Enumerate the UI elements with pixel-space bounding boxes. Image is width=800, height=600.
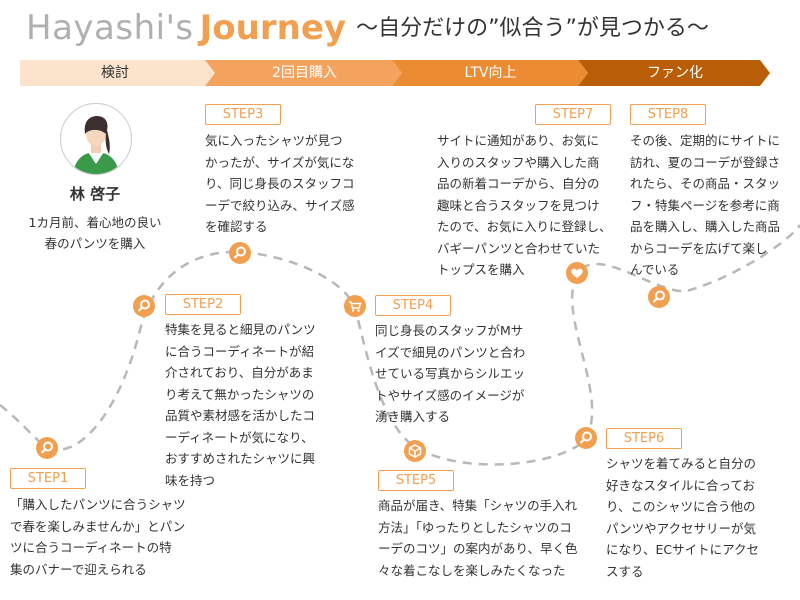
search-icon	[648, 286, 670, 308]
stage-label-1: 検討	[101, 65, 129, 81]
step-label-2: STEP2	[165, 294, 241, 315]
stage-arrow-4	[578, 60, 770, 86]
title-journey: Journey	[199, 8, 347, 48]
heart-icon	[566, 262, 588, 284]
step-text-3: 気に入ったシャツが見つ かったが、サイズが気にな り、同じ身長のスタッフコ ーデ…	[205, 133, 355, 234]
step-text-6: シャツを着てみると自分の 好きなスタイルに合ってお り、このシャツに合う他の パ…	[606, 456, 760, 579]
step-label-6: STEP6	[606, 428, 682, 449]
person-icon	[73, 116, 119, 174]
stage-arrow-bar	[20, 60, 770, 86]
search-icon	[36, 437, 58, 459]
step-text-7: サイトに通知があり、お気に 入りのスタッフや購入した商 品の新着コーデから、自分…	[437, 133, 612, 277]
step-text-5: 商品が届き、特集「シャツの手入れ 方法」「ゆったりとしたシャツのコ ーデのコツ」…	[378, 498, 578, 578]
cart-icon	[344, 295, 366, 317]
persona-description: 1カ月前、着心地の良い 春のパンツを購入	[28, 215, 162, 251]
step-label-1: STEP1	[10, 468, 86, 489]
step-text-8: その後、定期的にサイトに 訪れ、夏のコーデが登録さ れたら、その商品・スタッ フ…	[630, 133, 781, 277]
step-label-3: STEP3	[205, 104, 281, 125]
stage-label-4: ファン化	[647, 65, 703, 81]
search-icon	[575, 427, 597, 449]
step-label-5: STEP5	[378, 470, 454, 491]
persona-name: 林 啓子	[69, 185, 121, 203]
stage-arrow-3	[392, 60, 588, 86]
title-name: Hayashi's	[26, 8, 194, 48]
step-text-2: 特集を見ると細見のパンツ に合うコーディネートが紹 介されており、自分があま り…	[165, 322, 316, 488]
title-subtitle: 〜自分だけの”似合う”が見つかる〜	[356, 16, 709, 41]
stage-label-2: 2回目購入	[272, 65, 337, 81]
stage-arrow-1	[20, 60, 215, 86]
step-label-8: STEP8	[630, 104, 706, 125]
stage-arrow-2	[205, 60, 402, 86]
step-label-4: STEP4	[375, 295, 451, 316]
box-icon	[404, 440, 426, 462]
search-icon	[133, 295, 155, 317]
avatar	[60, 103, 132, 175]
step-label-7: STEP7	[535, 104, 611, 125]
step-text-1: 「購入したパンツに合うシャツ で春を楽しみませんか」とパン ツに合うコーディネー…	[10, 497, 186, 577]
step-text-4: 同じ身長のスタッフがMサ イズで細見のパンツと合わ せている写真からシルエッ ト…	[375, 323, 526, 424]
search-icon	[229, 242, 251, 264]
stage-label-3: LTV向上	[464, 65, 517, 81]
